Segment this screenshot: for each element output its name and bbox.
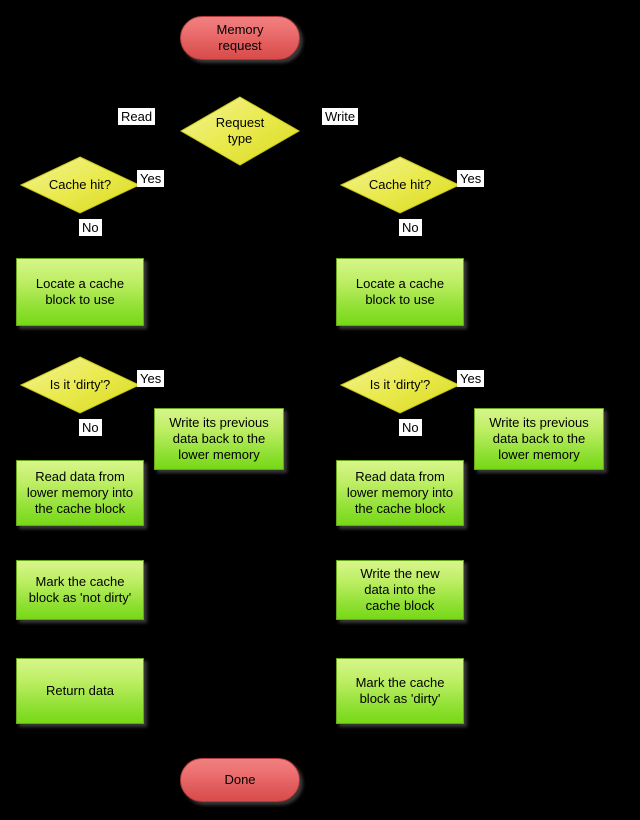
edge-label-write-hit-yes: Yes [457,170,485,187]
node-read-cache-hit[interactable]: Cache hit? [20,156,140,214]
edge-label-write: Write [322,108,359,125]
node-label: Mark the cache block as 'dirty' [355,675,445,706]
node-label: Write the new data into the cache block [360,566,440,613]
edge-read-return-to-done [79,724,183,785]
node-write-locate-block[interactable]: Locate a cache block to use [336,258,464,326]
node-read-write-back[interactable]: Write its previous data back to the lowe… [154,408,284,470]
edge-label-read-hit-yes: Yes [137,170,165,187]
diamond-shape [340,156,460,214]
edge-write-mark-to-done [297,724,401,785]
node-memory-request[interactable]: Memory request [180,16,300,60]
node-read-read-data[interactable]: Read data from lower memory into the cac… [16,460,144,526]
node-label: Read data from lower memory into the cac… [346,469,454,516]
node-write-new-data[interactable]: Write the new data into the cache block [336,560,464,620]
diamond-shape [340,356,460,414]
node-label: Is it 'dirty'? [49,377,111,392]
node-label: Request type [215,115,265,146]
node-label: Memory request [216,22,264,53]
edge-write-writeback-to-read [470,470,540,497]
edge-label-write-hit-no: No [399,219,422,236]
node-write-cache-hit[interactable]: Cache hit? [340,156,460,214]
node-write-mark-dirty[interactable]: Mark the cache block as 'dirty' [336,658,464,724]
node-label: Return data [46,683,114,698]
diamond-shape [20,356,140,414]
edge-label-read-dirty-yes: Yes [137,370,165,387]
node-read-locate-block[interactable]: Locate a cache block to use [16,258,144,326]
node-read-return-data[interactable]: Return data [16,658,144,724]
edge-label-write-dirty-no: No [399,419,422,436]
node-write-write-back[interactable]: Write its previous data back to the lowe… [474,408,604,470]
node-done[interactable]: Done [180,758,300,802]
node-label: Write its previous data back to the lowe… [489,415,589,462]
diamond-shape [180,96,300,166]
node-label: Is it 'dirty'? [369,377,431,392]
edge-label-read-dirty-no: No [79,419,102,436]
node-label: Cache hit? [368,177,432,192]
edge-read-writeback-to-read [150,470,220,497]
node-write-read-data[interactable]: Read data from lower memory into the cac… [336,460,464,526]
node-label: Read data from lower memory into the cac… [26,469,134,516]
node-label: Locate a cache block to use [35,276,125,307]
edge-label-write-dirty-yes: Yes [457,370,485,387]
edge-label-read: Read [118,108,156,125]
node-read-is-dirty[interactable]: Is it 'dirty'? [20,356,140,414]
node-request-type[interactable]: Request type [180,96,300,166]
edge-label-read-hit-no: No [79,219,102,236]
node-label: Locate a cache block to use [355,276,445,307]
node-label: Cache hit? [48,177,112,192]
node-write-is-dirty[interactable]: Is it 'dirty'? [340,356,460,414]
node-label: Write its previous data back to the lowe… [169,415,269,462]
node-label: Done [224,772,256,787]
node-label: Mark the cache block as 'not dirty' [28,574,132,605]
node-read-mark-not-dirty[interactable]: Mark the cache block as 'not dirty' [16,560,144,620]
diamond-shape [20,156,140,214]
